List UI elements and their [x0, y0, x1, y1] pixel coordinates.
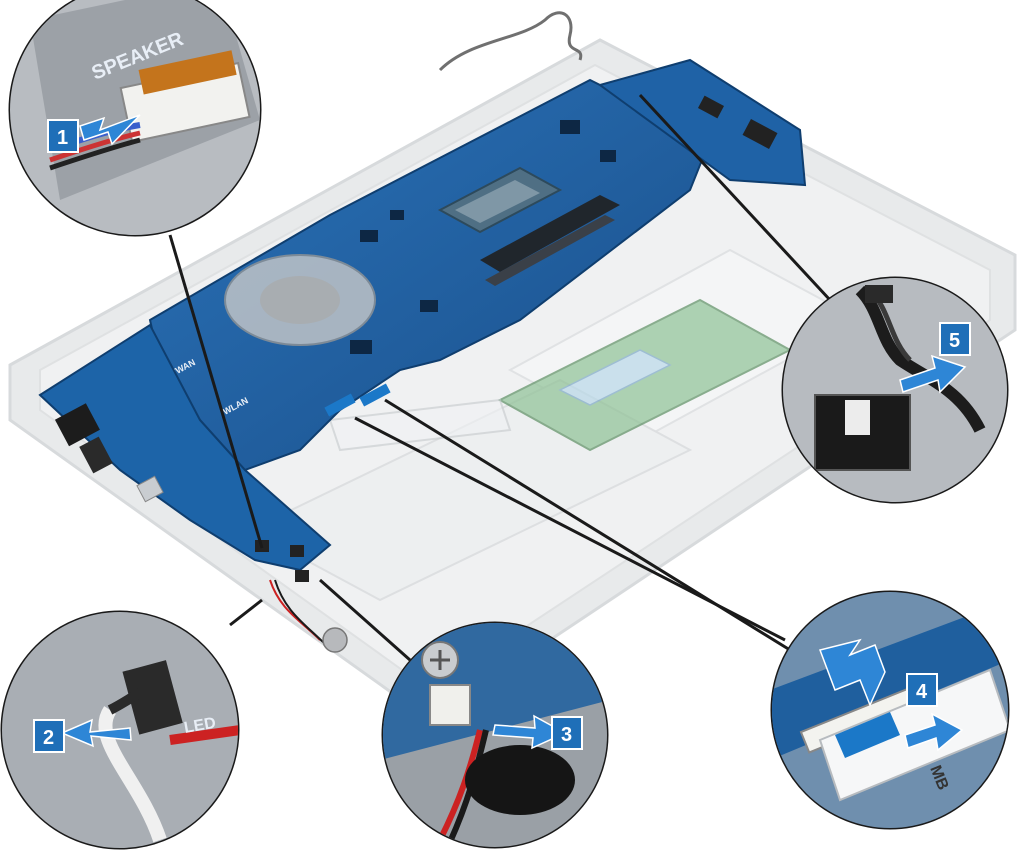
- callout-badge-1: 1: [47, 119, 79, 153]
- io-daughter-board: [597, 58, 807, 187]
- leader-lines: [168, 93, 832, 662]
- callout-badge-4: 4: [906, 673, 938, 707]
- led-silkscreen: LED: [183, 715, 217, 737]
- callout-number-4: 4: [916, 681, 928, 703]
- callout-3-zoom: 3: [381, 621, 609, 849]
- coin-cell-connector: [429, 684, 471, 726]
- touchpad-board: [497, 298, 793, 452]
- touchpad-connector: [324, 393, 356, 417]
- antenna-cable: [438, 11, 583, 72]
- callout-number-1: 1: [57, 127, 68, 149]
- callout-4-zoom: MB 4: [770, 590, 1010, 830]
- lift-arrow-4: [819, 638, 886, 707]
- pull-arrow-1: [79, 114, 141, 146]
- callout-2-zoom: LED 2: [0, 610, 240, 850]
- callout-badge-3: 3: [551, 716, 583, 750]
- led-connector: [122, 660, 183, 735]
- callout-1-zoom: SPEAKER 1: [8, 0, 262, 237]
- touchpad-connector-2: [359, 383, 391, 407]
- pull-arrow-5: [899, 354, 967, 394]
- callout-5-zoom: 5: [781, 276, 1009, 504]
- callout-badge-2: 2: [33, 719, 65, 753]
- memory-slot: [480, 195, 620, 272]
- callout-number-2: 2: [43, 727, 54, 749]
- callout-badge-5: 5: [939, 322, 971, 356]
- motherboard: WWAN WLAN: [148, 58, 807, 472]
- coin-cell-cable: [269, 579, 348, 653]
- callout-number-5: 5: [949, 330, 960, 352]
- touchpad-ribbon: [328, 398, 512, 452]
- left-io-board: [38, 323, 332, 582]
- callout-number-3: 3: [561, 724, 572, 746]
- pull-arrow-2: [60, 718, 132, 748]
- pull-arrow-3: [492, 714, 567, 750]
- pull-arrow-4: [904, 712, 964, 752]
